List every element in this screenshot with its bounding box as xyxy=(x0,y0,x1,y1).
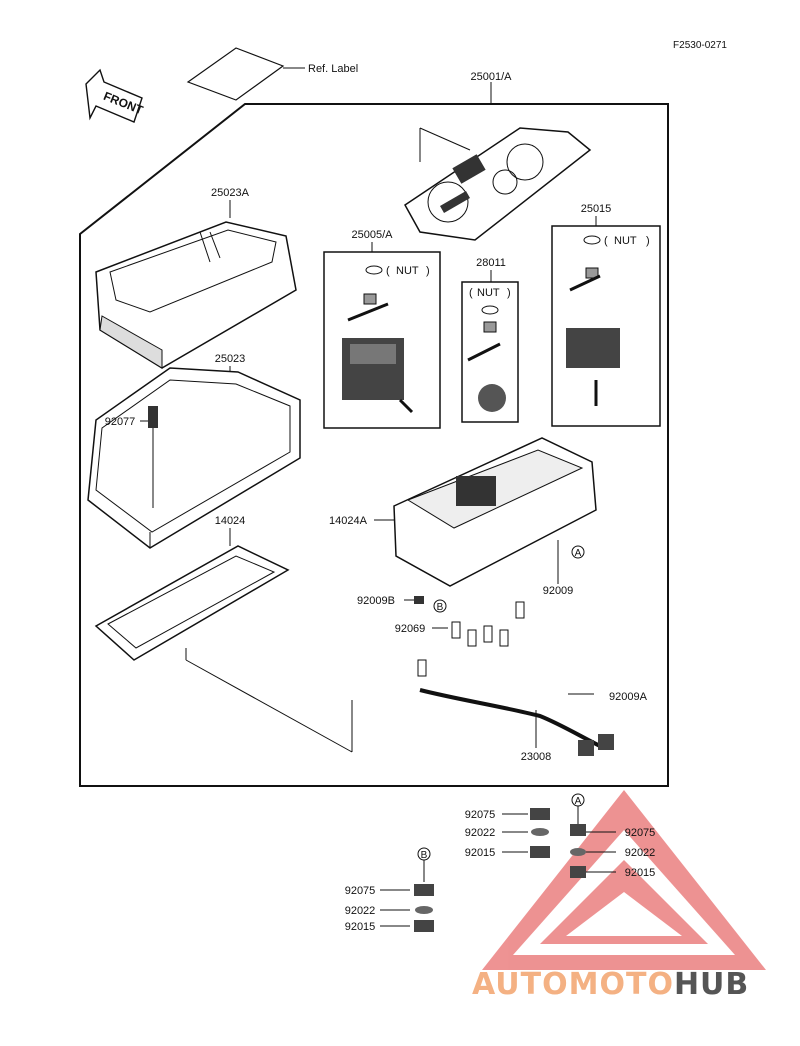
svg-text:): ) xyxy=(646,235,650,247)
box-25015: 25015 ( NUT ) xyxy=(551,203,661,427)
label-23008: 23008 xyxy=(521,751,552,763)
svg-text:): ) xyxy=(426,265,430,277)
stack-a-92075-left: 92075 xyxy=(465,809,496,821)
meter-face-25001a: 25001/A xyxy=(404,71,592,241)
gasket-14024: 14024 xyxy=(94,515,353,753)
stack-b-mark: B xyxy=(421,850,428,861)
label-28011: 28011 xyxy=(476,257,506,269)
ref-label-group: Ref. Label xyxy=(186,47,358,101)
label-nut-1: NUT xyxy=(396,265,419,277)
stack-a-92022-left: 92022 xyxy=(465,827,496,839)
stack-a: A 92075 92022 92015 92075 92022 92015 xyxy=(465,793,656,879)
watermark-part1: AUTOMOTO xyxy=(472,967,674,1002)
svg-text:(: ( xyxy=(386,265,390,277)
label-25023a: 25023A xyxy=(211,187,250,199)
stack-a-92015-right: 92015 xyxy=(625,867,656,879)
svg-text:): ) xyxy=(507,287,511,299)
label-92077: 92077 xyxy=(105,416,136,428)
label-14024a: 14024A xyxy=(329,515,368,527)
label-nut-2: NUT xyxy=(477,287,500,299)
mark-a: A xyxy=(575,548,582,559)
label-92009b: 92009B xyxy=(357,595,395,607)
svg-text:(: ( xyxy=(469,287,473,299)
assembly-frame xyxy=(79,103,669,787)
harness-23008: 92069 92009A 23008 xyxy=(395,601,648,763)
front-arrow-icon: FRONT xyxy=(85,68,146,123)
stack-b-92075: 92075 xyxy=(345,885,376,897)
stack-a-92015-left: 92015 xyxy=(465,847,496,859)
stack-a-92075-right: 92075 xyxy=(625,827,656,839)
mark-b: B xyxy=(437,602,444,613)
label-25005a: 25005/A xyxy=(352,229,394,241)
svg-text:(: ( xyxy=(604,235,608,247)
label-25015: 25015 xyxy=(581,203,612,215)
label-92069: 92069 xyxy=(395,623,426,635)
cover-25023a: 25023A xyxy=(95,187,297,369)
ref-label: Ref. Label xyxy=(308,63,358,75)
stack-b-92015: 92015 xyxy=(345,921,376,933)
stack-b-92022: 92022 xyxy=(345,905,376,917)
label-25001a: 25001/A xyxy=(471,71,513,83)
label-14024: 14024 xyxy=(215,515,246,527)
label-92009a: 92009A xyxy=(609,691,648,703)
screw-92009b: 92009B B xyxy=(357,595,447,613)
box-28011: 28011 ( NUT ) xyxy=(461,257,519,423)
box-25005a: 25005/A ( NUT ) xyxy=(323,229,441,429)
stack-a-92022-right: 92022 xyxy=(625,847,656,859)
label-nut-3: NUT xyxy=(614,235,637,247)
stack-b: B 92075 92022 92015 xyxy=(345,847,434,933)
stack-a-mark: A xyxy=(575,796,582,807)
label-92009: 92009 xyxy=(543,585,574,597)
lens-cover-25023: 25023 92077 xyxy=(87,353,301,549)
watermark-part2: HUB xyxy=(674,967,749,1002)
label-25023: 25023 xyxy=(215,353,246,365)
meter-case-14024a: 14024A 92009 A xyxy=(329,437,597,597)
watermark-logo xyxy=(482,790,766,970)
diagram-code: F2530-0271 xyxy=(673,40,727,51)
watermark-text: AUTOMOTOHUB xyxy=(472,967,749,1002)
